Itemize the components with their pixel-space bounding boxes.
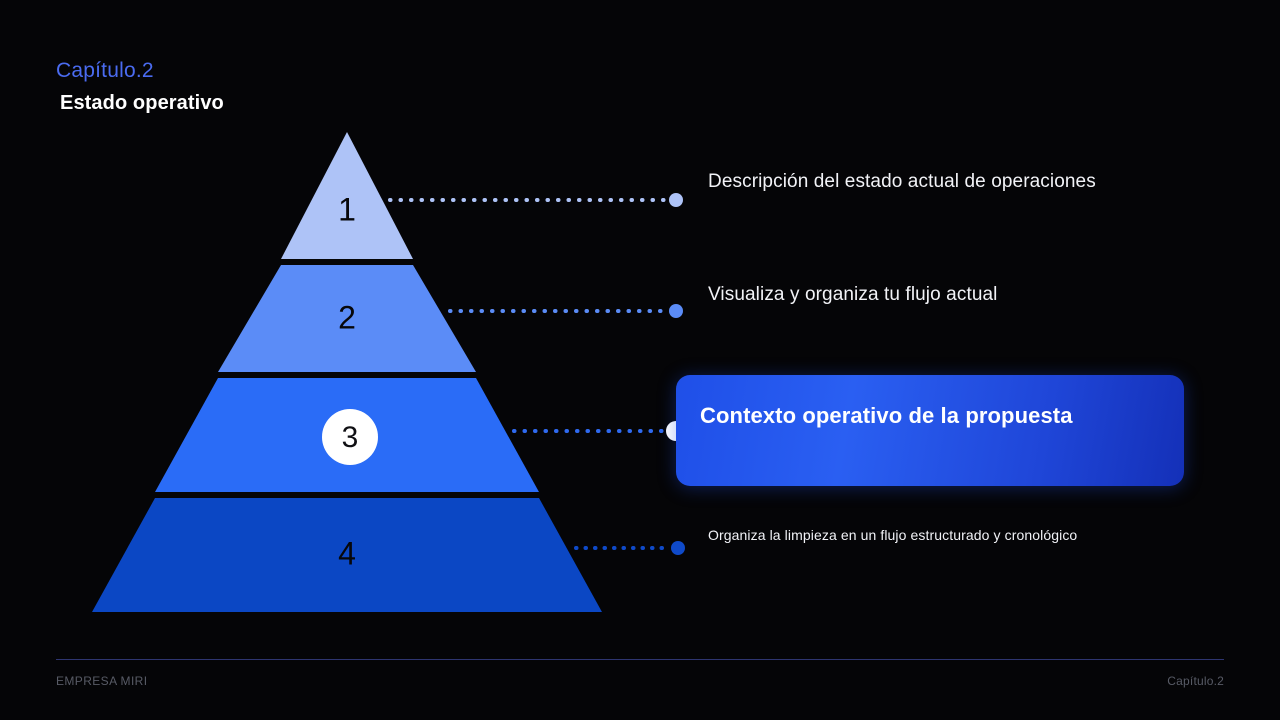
pyramid-tier-3-disc [322,409,378,465]
pyramid-tier-4[interactable] [92,498,602,612]
tier-2-description: Visualiza y organiza tu flujo actual [708,284,998,305]
pyramid-tier-3-number: 3 [342,421,359,454]
tier-3-callout-card[interactable]: Contexto operativo de la propuesta [676,375,1184,486]
footer-chapter-label: Capítulo.2 [1167,674,1224,688]
pyramid-tier-1[interactable] [281,132,413,259]
footer-divider [56,659,1224,660]
pyramid-tier-1-number: 1 [338,191,356,227]
footer-company-name: EMPRESA MIRI [56,674,148,688]
page-title: Estado operativo [60,92,224,114]
tier-1-description: Descripción del estado actual de operaci… [708,171,1096,192]
connector-dot-1 [669,193,683,207]
tier-3-callout-text: Contexto operativo de la propuesta [700,403,1073,428]
connector-dot-2 [669,304,683,318]
pyramid-tier-4-number: 4 [338,535,356,571]
chapter-eyebrow: Capítulo.2 [56,59,154,82]
pyramid-tier-2[interactable] [218,265,476,372]
connector-dot-4 [671,541,685,555]
pyramid-tier-2-number: 2 [338,299,356,335]
tier-4-description: Organiza la limpieza en un flujo estruct… [708,527,1078,543]
